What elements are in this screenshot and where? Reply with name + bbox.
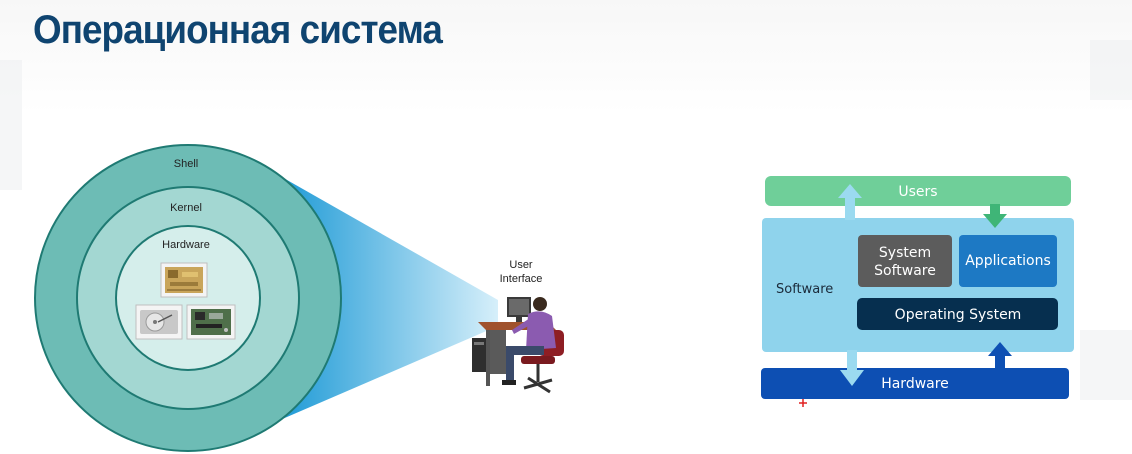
operating-system-box: [857, 298, 1058, 330]
system-software-box: [858, 235, 952, 287]
user-interface-label-line2: Interface: [500, 273, 543, 285]
users-label: Users: [898, 184, 937, 200]
background-tile: [1090, 40, 1132, 100]
background-tile: [1080, 330, 1132, 400]
circuit-board-icon: [186, 304, 236, 340]
system-software-label-line2: Software: [874, 263, 936, 279]
hardware-bar-label: Hardware: [881, 376, 949, 392]
users-bar: [765, 176, 1071, 206]
motherboard-icon: [160, 262, 208, 298]
user-interface-label-line1: User: [509, 259, 533, 271]
hard-drive-icon: [135, 304, 183, 340]
hardware-label: Hardware: [162, 239, 210, 251]
hardware-bar: [761, 368, 1069, 399]
page-title: Операционная система: [33, 8, 443, 52]
applications-box: [959, 235, 1057, 287]
os-layers-diagram: Shell Kernel Hardware User: [34, 144, 564, 452]
person-at-computer-icon: [472, 297, 564, 394]
software-stack-diagram: Users Software System Software Applicati…: [761, 176, 1074, 407]
operating-system-label: Operating System: [895, 307, 1022, 323]
cursor-marker-icon: [799, 399, 807, 407]
interface-beam: [280, 176, 498, 420]
arrow-up-to-users-icon: [838, 184, 862, 220]
applications-label: Applications: [965, 253, 1051, 269]
shell-label: Shell: [174, 158, 198, 170]
arrow-up-from-hardware-icon: [988, 342, 1012, 370]
kernel-label: Kernel: [170, 202, 202, 214]
system-software-label-line1: System: [879, 245, 931, 261]
arrow-down-to-hardware-icon: [840, 350, 864, 386]
arrow-down-from-users-icon: [983, 204, 1007, 228]
software-label: Software: [776, 282, 833, 297]
background-tile: [0, 60, 22, 190]
